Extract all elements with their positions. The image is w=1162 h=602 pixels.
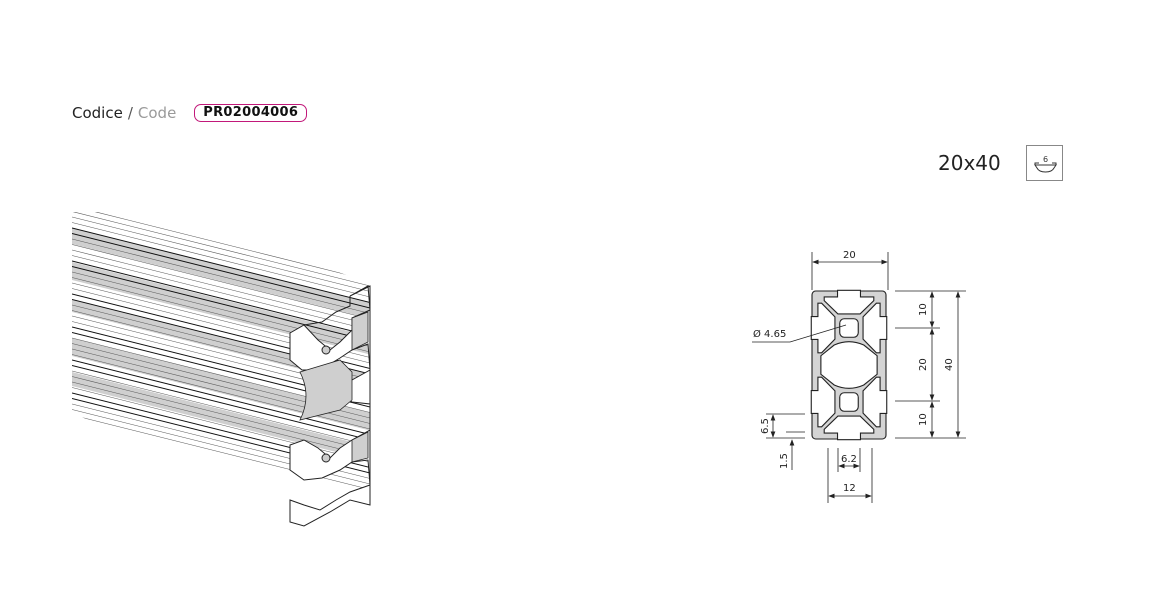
profile-size: 20x40	[938, 151, 1001, 175]
edge-line	[72, 337, 370, 421]
dim-segment-middle: 20	[918, 358, 929, 371]
edge-line	[72, 348, 370, 432]
edge-line	[72, 365, 370, 448]
edge-line	[72, 409, 370, 492]
shaded-band	[72, 228, 370, 326]
edge-line	[72, 244, 370, 327]
edge-line	[72, 266, 370, 349]
dim-slot-opening: 6.2	[841, 454, 857, 465]
product-code-row: Codice / Code PR02004006	[72, 104, 308, 122]
t-slot-6-icon: 6	[1034, 155, 1057, 173]
slot-size-box: 6	[1026, 145, 1063, 181]
dim-height-total: 40	[944, 358, 955, 371]
dim-slot-depth: 6.5	[760, 418, 771, 434]
edge-line	[72, 222, 370, 305]
edge-line	[72, 260, 370, 344]
edge-line	[72, 249, 370, 333]
edge-line	[72, 238, 370, 322]
edge-line	[72, 370, 370, 454]
profile-3d-end-face	[289, 285, 371, 527]
edge-line	[72, 255, 370, 338]
edge-line	[72, 293, 370, 377]
slot-number: 6	[1043, 155, 1048, 164]
dim-width: 20	[843, 250, 856, 261]
edge-line	[72, 343, 370, 426]
shaded-band	[72, 372, 370, 468]
profile-cross-section	[810, 289, 888, 441]
dim-slot-width: 12	[843, 483, 856, 494]
dim-segment-top: 10	[918, 303, 929, 316]
profile-3d-cavities	[299, 311, 369, 463]
edge-line	[72, 359, 370, 443]
edge-line	[72, 288, 370, 371]
edge-line	[72, 403, 370, 487]
dim-segment-bottom: 10	[918, 413, 929, 426]
edge-line	[72, 227, 370, 311]
product-code-badge: PR02004006	[194, 104, 308, 122]
dim-lip-thickness: 1.5	[779, 453, 790, 469]
edge-line	[72, 216, 370, 300]
code-label-en: Code	[137, 104, 177, 122]
code-separator: /	[127, 104, 133, 122]
edge-line	[72, 354, 370, 437]
dimension-lines	[752, 252, 966, 503]
edge-line	[72, 233, 370, 316]
code-label-it: Codice	[72, 104, 123, 122]
edge-line	[72, 212, 370, 294]
dim-hole-diameter: Ø 4.65	[753, 328, 786, 340]
edge-line	[72, 414, 370, 498]
